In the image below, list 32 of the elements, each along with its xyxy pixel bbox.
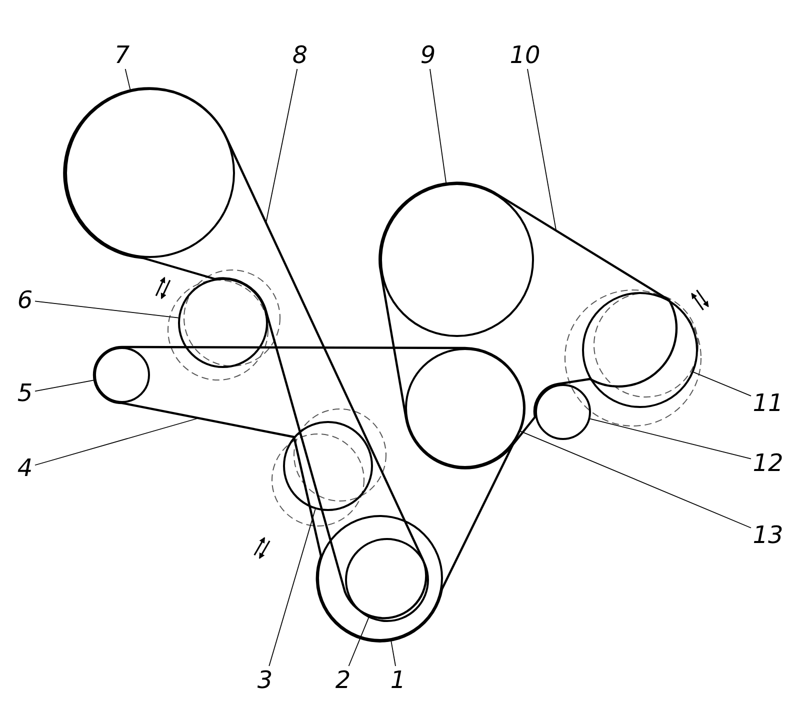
leader-line: [34, 300, 179, 318]
callout-number: 13: [751, 521, 785, 549]
leader-line: [430, 68, 447, 184]
leader-line: [520, 430, 752, 528]
leader-line: [266, 68, 298, 224]
leader-line: [124, 68, 131, 91]
pulley: [345, 538, 429, 622]
callout-number: 9: [418, 41, 438, 69]
pulley: [535, 384, 591, 440]
callout-number: 4: [15, 454, 35, 482]
callout-number: 2: [333, 666, 353, 694]
leader-line: [34, 380, 95, 392]
callout-number: 10: [508, 41, 542, 69]
callout-number: 12: [751, 449, 785, 477]
leader-line: [590, 418, 752, 460]
callout-number: 8: [290, 41, 310, 69]
callout-number: 7: [112, 41, 132, 69]
callout-number: 3: [255, 666, 275, 694]
leader-line: [527, 68, 556, 230]
pulley: [178, 278, 268, 368]
callout-number: 1: [388, 666, 408, 694]
leader-line: [348, 616, 370, 666]
callout-number: 6: [15, 286, 35, 314]
callout-number: 5: [15, 379, 35, 407]
pulley: [582, 292, 698, 408]
leader-line: [693, 372, 752, 396]
leader-line: [390, 640, 396, 666]
pulley: [405, 348, 525, 468]
pulley: [283, 421, 373, 511]
callout-number: 11: [751, 389, 785, 417]
leader-line: [268, 508, 316, 666]
leader-line: [34, 418, 200, 466]
